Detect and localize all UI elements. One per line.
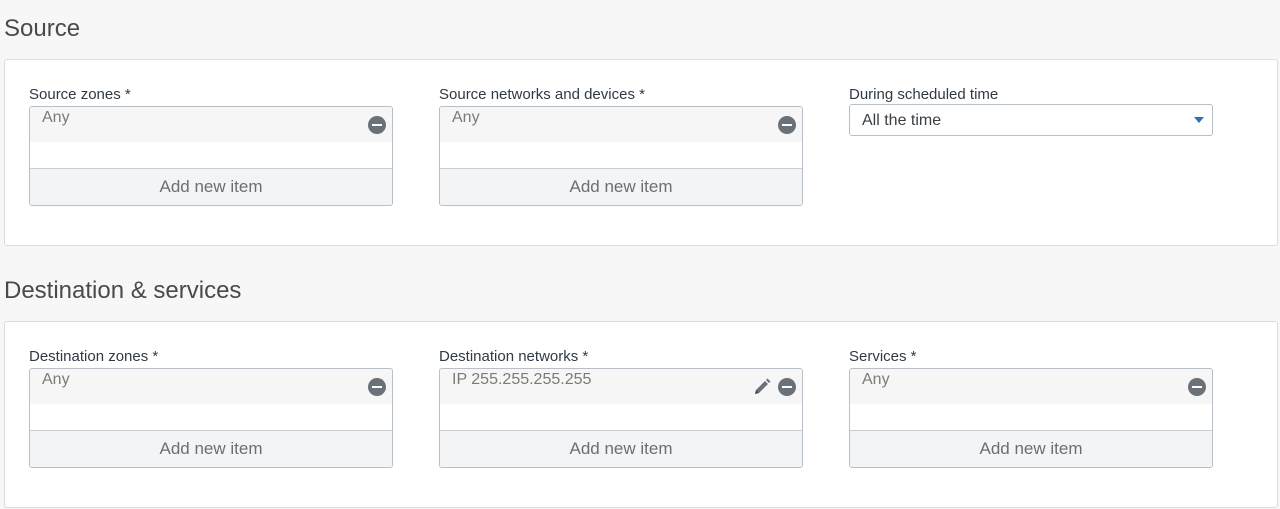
source-zones-label: Source zones * — [29, 86, 131, 103]
services-field: Services * Any Add new item — [849, 348, 1213, 468]
destination-section-title: Destination & services — [4, 277, 242, 304]
source-section-title: Source — [4, 15, 81, 42]
list-item-text: Any — [862, 371, 890, 388]
schedule-field: During scheduled time All the time — [849, 86, 1213, 136]
add-new-item-button[interactable]: Add new item — [30, 430, 392, 467]
destination-networks-field: Destination networks * IP 255.255.255.25… — [439, 348, 803, 468]
source-panel: Source zones * Any Add new item Source n… — [4, 59, 1278, 246]
add-new-item-button[interactable]: Add new item — [850, 430, 1212, 467]
remove-icon[interactable] — [778, 378, 796, 396]
list-item-text: Any — [42, 109, 70, 126]
remove-icon[interactable] — [1188, 378, 1206, 396]
remove-icon[interactable] — [368, 378, 386, 396]
services-list: Any Add new item — [849, 368, 1213, 468]
destination-networks-list: IP 255.255.255.255 Add new item — [439, 368, 803, 468]
destination-zones-list: Any Add new item — [29, 368, 393, 468]
add-new-item-button[interactable]: Add new item — [440, 168, 802, 205]
services-label: Services * — [849, 348, 917, 365]
destination-zones-field: Destination zones * Any Add new item — [29, 348, 393, 468]
list-item: Any — [850, 369, 1212, 404]
add-new-item-button[interactable]: Add new item — [30, 168, 392, 205]
schedule-label: During scheduled time — [849, 86, 999, 103]
list-item-text: Any — [452, 109, 480, 126]
source-zones-field: Source zones * Any Add new item — [29, 86, 393, 206]
list-item-text: Any — [42, 371, 70, 388]
chevron-down-icon — [1194, 117, 1204, 123]
pencil-icon[interactable] — [752, 377, 772, 397]
source-networks-field: Source networks and devices * Any Add ne… — [439, 86, 803, 206]
schedule-select[interactable]: All the time — [849, 104, 1213, 136]
list-item: Any — [30, 369, 392, 404]
add-new-item-button[interactable]: Add new item — [440, 430, 802, 467]
destination-panel: Destination zones * Any Add new item Des… — [4, 321, 1278, 508]
source-zones-list: Any Add new item — [29, 106, 393, 206]
list-item: Any — [30, 107, 392, 142]
schedule-selected-value: All the time — [862, 112, 942, 129]
source-networks-label: Source networks and devices * — [439, 86, 645, 103]
list-item-text: IP 255.255.255.255 — [452, 371, 592, 388]
remove-icon[interactable] — [778, 116, 796, 134]
list-item: IP 255.255.255.255 — [440, 369, 802, 404]
destination-zones-label: Destination zones * — [29, 348, 159, 365]
destination-networks-label: Destination networks * — [439, 348, 589, 365]
source-networks-list: Any Add new item — [439, 106, 803, 206]
list-item: Any — [440, 107, 802, 142]
remove-icon[interactable] — [368, 116, 386, 134]
